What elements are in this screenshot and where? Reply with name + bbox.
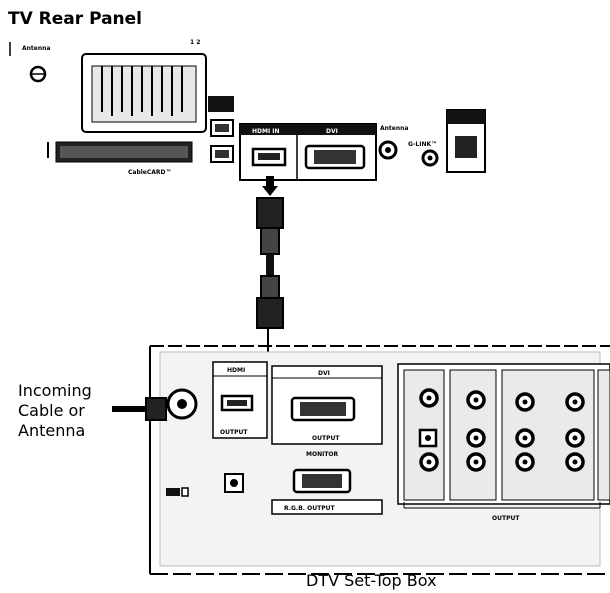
stb-dvi-label: DVI (318, 370, 330, 377)
incoming-label-line-3: Antenna (18, 421, 85, 440)
incoming-label-line-1: Incoming (18, 381, 92, 400)
tv-hdmi-in-label: HDMI IN (252, 128, 280, 135)
usb-connector-stack (208, 96, 234, 162)
tv-dvi-port-icon (306, 146, 364, 168)
antenna-ir-label: Antenna (22, 45, 50, 52)
tv-antenna-jack-label: Antenna (380, 125, 408, 132)
tv-optical-port (447, 110, 485, 172)
stb-s-video-jack-icon (420, 430, 436, 446)
pin-board (82, 54, 206, 132)
cablecard-label: CableCARD™ (128, 169, 172, 176)
tv-hdmi-port-icon (253, 149, 285, 165)
tv-ir-jack-label: G-LINK™ (408, 141, 437, 148)
stb-hdmi-output-label: OUTPUT (220, 429, 248, 436)
coax-cable (112, 390, 196, 420)
stb-rgb-port-icon (294, 470, 350, 492)
top-marks: 1 2 (190, 39, 200, 46)
tv-rear-panel-title: TV Rear Panel (8, 9, 142, 29)
stb-dvi-port-icon (292, 398, 354, 420)
stb-rgb-output-label: R.G.B. OUTPUT (284, 505, 335, 512)
stb-power-jack-icon (225, 474, 243, 492)
tv-dvi-in-label: DVI (326, 128, 338, 135)
stb-dvi-output-label: OUTPUT (312, 435, 340, 442)
stb-switch-icon (166, 488, 180, 496)
stb-monitor-label: MONITOR (306, 451, 339, 458)
cablecard-slot (48, 142, 192, 162)
stb-hdmi-label: HDMI (227, 367, 245, 374)
stb-av-output-label: OUTPUT (492, 515, 520, 522)
stb-hdmi-port-icon (222, 396, 252, 410)
incoming-label-line-2: Cable or (18, 401, 85, 420)
stb-caption: DTV Set-Top Box (306, 571, 437, 590)
